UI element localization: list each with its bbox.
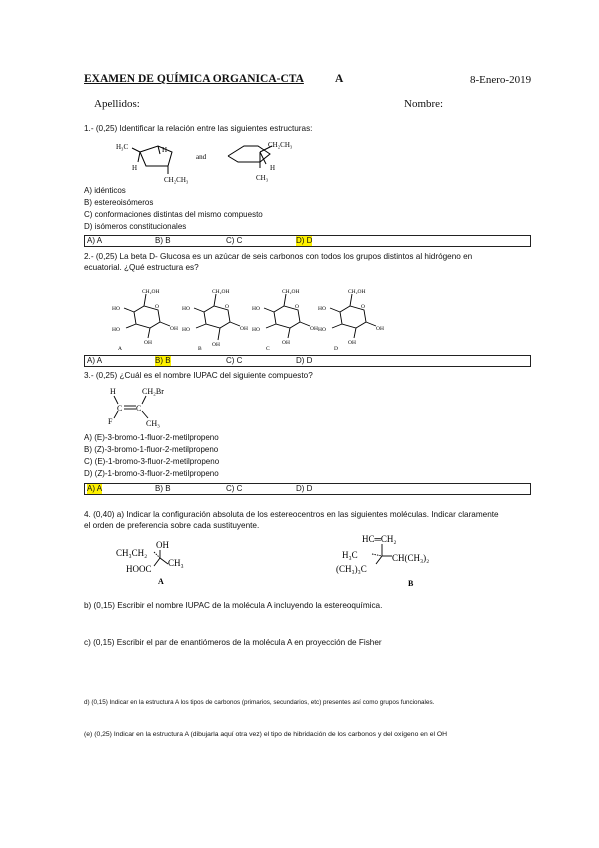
q2-c-ho2: HO <box>252 327 260 333</box>
q1-label-and: and <box>196 153 207 161</box>
q2-c-o: O <box>295 304 299 310</box>
q2-d-oh2: OH <box>348 340 356 346</box>
q2-c-oh2: OH <box>282 340 290 346</box>
q2-b-o: O <box>225 304 229 310</box>
q3-prompt: 3.- (0,25) ¿Cuál es el nombre IUPAC del … <box>84 371 313 380</box>
q4-e-prompt: (e) (0,25) Indicar en la estructura A (d… <box>84 731 448 738</box>
q3-option-c: C) (E)-1-bromo-3-fluor-2-metilpropeno <box>84 457 220 466</box>
q4-b-ch-ch3-2: CH(CH₃)₂ <box>392 553 429 563</box>
q2-prompt-line1: 2.- (0,25) La beta D- Glucosa es un azúc… <box>84 252 473 261</box>
q4-a-hooc: HOOC <box>126 564 152 574</box>
q1-prompt: 1.- (0,25) Identificar la relación entre… <box>84 124 313 133</box>
q2-b-oh2: OH <box>212 342 220 348</box>
q2-a-ho2: HO <box>112 327 120 333</box>
q4-a-ch3ch2: CH₃CH₂ <box>116 548 147 558</box>
q1-option-d: D) isómeros constitucionales <box>84 222 187 231</box>
q4-a-ch3: CH₃ <box>168 558 184 568</box>
q4-c-prompt: c) (0,15) Escribir el par de enantiómero… <box>84 638 382 647</box>
q3-label-ch3: CH₃ <box>146 419 160 428</box>
q4-a-oh: OH <box>156 540 169 550</box>
q1-label-h3c: H₃C <box>116 143 128 151</box>
q2-b-oh1: OH <box>240 326 248 332</box>
q1-structures: H₃C H H CH₂CH₃ and CH₂CH₃ H CH₃ <box>116 141 293 184</box>
q3-option-a: A) (E)-3-bromo-1-fluor-2-metilpropeno <box>84 433 219 442</box>
q2-b-ch2oh: CH₂OH <box>212 289 230 295</box>
q2-glucose-structures: CH₂OH HO HO OH OH O A CH₂OH HO HO OH OH … <box>112 289 384 352</box>
q1-answer-a[interactable]: A) A <box>87 236 103 245</box>
q3-label-c2: C <box>136 404 141 413</box>
q2-letter-b: B <box>198 346 202 352</box>
q2-letter-d: D <box>334 346 338 352</box>
q3-option-d: D) (Z)-1-bromo-3-fluor-2-metilpropeno <box>84 469 219 478</box>
q3-answer-c[interactable]: C) C <box>226 484 243 493</box>
q4-b-ch3-3c: (CH₃)₃C <box>336 564 367 574</box>
exam-date: 8-Enero-2019 <box>470 74 532 86</box>
q1-answer-c[interactable]: C) C <box>226 236 243 245</box>
q2-c-ch2oh: CH₂OH <box>282 289 300 295</box>
q3-answer-b[interactable]: B) B <box>155 484 171 493</box>
q4-a-label: A <box>158 577 164 586</box>
q2-a-ho1: HO <box>112 306 120 312</box>
q4-d-prompt: d) (0,15) Indicar en la estructura A los… <box>84 699 435 706</box>
q1-option-a: A) idénticos <box>84 186 126 195</box>
q1-option-b: B) estereoisómeros <box>84 198 154 207</box>
q3-label-c1: C <box>117 404 122 413</box>
q2-prompt-line2: ecuatorial. ¿Qué estructura es? <box>84 263 199 272</box>
q4-b-hc-ch2: HC═CH₂ <box>362 534 397 544</box>
q2-answer-a[interactable]: A) A <box>87 356 103 365</box>
q2-answer-b-selected[interactable]: B) B <box>155 356 171 366</box>
q2-a-ch2oh: CH₂OH <box>142 289 160 295</box>
q3-answer-d[interactable]: D) D <box>296 484 313 493</box>
q2-answer-d[interactable]: D) D <box>296 356 313 365</box>
q2-d-ch2oh: CH₂OH <box>348 289 366 295</box>
q4-b-prompt: b) (0,15) Escribir el nombre IUPAC de la… <box>84 601 383 610</box>
q1-answer-b[interactable]: B) B <box>155 236 171 245</box>
q2-answer-c[interactable]: C) C <box>226 356 243 365</box>
q3-structure: H CH₂Br C C F CH₃ <box>108 387 164 428</box>
q1-answer-row: A) A B) B C) C D) D <box>84 235 531 247</box>
q4-prompt-line2: el orden de preferencia sobre cada susti… <box>84 521 260 530</box>
q2-b-ho1: HO <box>182 306 190 312</box>
q2-a-oh1: OH <box>170 326 178 332</box>
q2-d-o: O <box>361 304 365 310</box>
q4-molecule-b: HC═CH₂ H₃C CH(CH₃)₂ (CH₃)₃C B <box>336 534 429 588</box>
q2-letter-a: A <box>118 346 122 352</box>
q1-label-h-b: H <box>270 164 275 172</box>
q2-letter-c: C <box>266 346 270 352</box>
q2-d-ho2: HO <box>318 327 326 333</box>
exam-version: A <box>335 73 344 85</box>
q1-answer-d-selected[interactable]: D) D <box>296 236 313 246</box>
q1-label-h1: H <box>162 146 167 154</box>
q1-label-ch2ch3-b: CH₂CH₃ <box>268 141 293 149</box>
q1-label-h2: H <box>132 164 137 172</box>
surname-label: Apellidos: <box>94 98 140 110</box>
q3-option-b: B) (Z)-3-bromo-1-fluor-2-metilpropeno <box>84 445 219 454</box>
q2-a-oh2: OH <box>144 340 152 346</box>
q4-molecule-a: OH CH₃CH₂ CH₃ HOOC A <box>116 540 184 586</box>
exam-title: EXAMEN DE QUÍMICA ORGANICA-CTA <box>84 73 304 85</box>
q3-answer-row: A) A B) B C) C D) D <box>84 483 531 495</box>
q3-label-h: H <box>110 387 116 396</box>
q1-label-ch3-b: CH₃ <box>256 174 269 182</box>
q2-a-o: O <box>155 304 159 310</box>
q2-b-ho2: HO <box>182 327 190 333</box>
q3-answer-a-selected[interactable]: A) A <box>87 484 103 494</box>
q3-label-ch2br: CH₂Br <box>142 387 164 396</box>
q3-label-f: F <box>108 417 113 426</box>
q1-label-ch2ch3: CH₂CH₃ <box>164 176 189 184</box>
q4-b-label: B <box>408 579 414 588</box>
q2-c-oh1: OH <box>310 326 318 332</box>
name-label: Nombre: <box>404 98 444 110</box>
q2-answer-row: A) A B) B C) C D) D <box>84 355 531 367</box>
q1-option-c: C) conformaciones distintas del mismo co… <box>84 210 263 219</box>
q2-d-oh1: OH <box>376 326 384 332</box>
q2-c-ho1: HO <box>252 306 260 312</box>
q4-b-h3c: H₃C <box>342 550 358 560</box>
q4-prompt-line1: 4. (0,40) a) Indicar la configuración ab… <box>84 510 499 519</box>
q2-d-ho1: HO <box>318 306 326 312</box>
